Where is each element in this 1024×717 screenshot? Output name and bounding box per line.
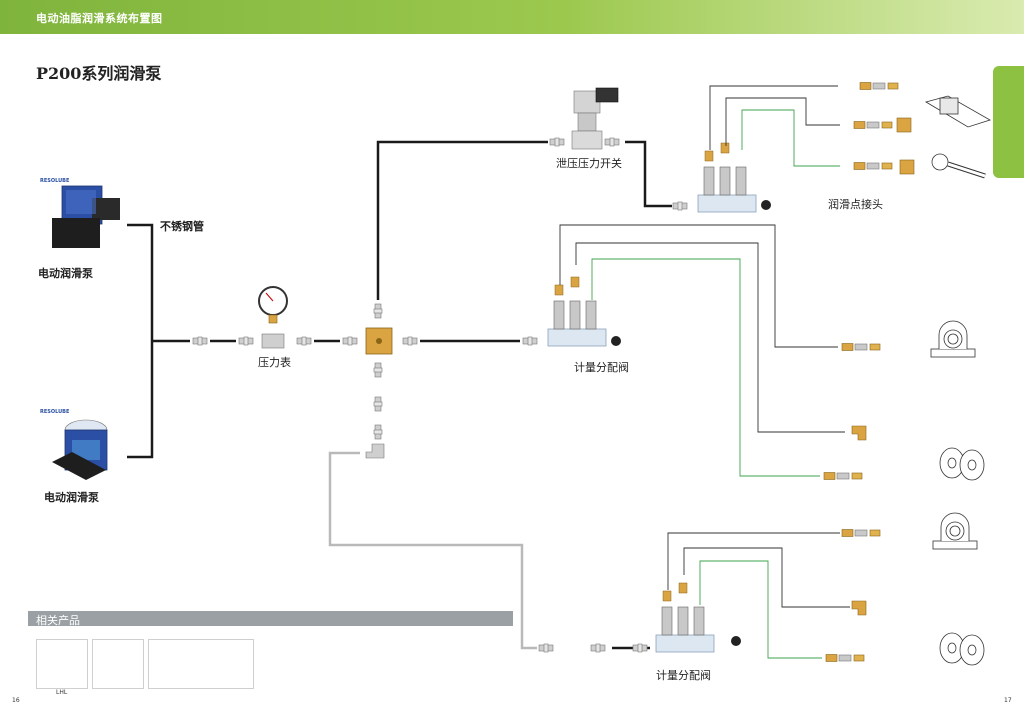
lube-point-label: 润滑点接头	[828, 198, 883, 211]
pump-bottom-label: 电动润滑泵	[44, 491, 99, 504]
section-tab[interactable]	[993, 66, 1024, 178]
distribution-valve-top	[697, 142, 757, 213]
bearing-housing-icon-2	[932, 512, 978, 550]
header-title: 电动油脂润滑系统布置图	[36, 12, 163, 25]
related-thumb-2[interactable]	[92, 639, 144, 689]
valve-bottom-label: 计量分配阀	[656, 669, 711, 682]
page-title: P200系列润滑泵	[36, 64, 162, 83]
rod-end-icon	[931, 153, 986, 179]
pump-top-label: 电动润滑泵	[38, 267, 93, 280]
pipe-label: 不锈钢管	[160, 220, 204, 233]
distribution-valve-mid	[547, 276, 607, 347]
page-number-right: 17	[1004, 697, 1012, 704]
related-title: 相关产品	[36, 614, 80, 627]
header-bar	[0, 0, 1024, 34]
pressure-gauge-icon	[258, 286, 288, 349]
pressure-switch-icon	[571, 87, 619, 150]
electric-pump-top-icon	[52, 185, 120, 248]
electric-pump-bottom-icon	[52, 419, 108, 480]
distribution-valve-bottom	[655, 582, 715, 653]
related-bar	[28, 611, 513, 626]
page-number-left: 16	[12, 697, 20, 704]
brand-logo-top: RESOLUBE	[40, 178, 70, 184]
gauge-label: 压力表	[258, 356, 291, 369]
relief-switch-label: 泄压压力开关	[556, 157, 622, 170]
linear-guide-icon	[924, 95, 991, 128]
thumb-caption: LHL	[56, 689, 68, 696]
roller-icon-2	[939, 632, 985, 666]
roller-icon	[939, 447, 985, 481]
valve-mid-label: 计量分配阀	[574, 361, 629, 374]
brand-logo-bottom: RESOLUBE	[40, 409, 70, 415]
main-pipe	[210, 140, 672, 343]
bearing-housing-icon	[930, 320, 976, 358]
related-thumb-3[interactable]	[148, 639, 254, 689]
pump-manifold-pipe	[127, 223, 190, 459]
related-thumb-1[interactable]	[36, 639, 88, 689]
grey-pipe	[328, 451, 537, 650]
